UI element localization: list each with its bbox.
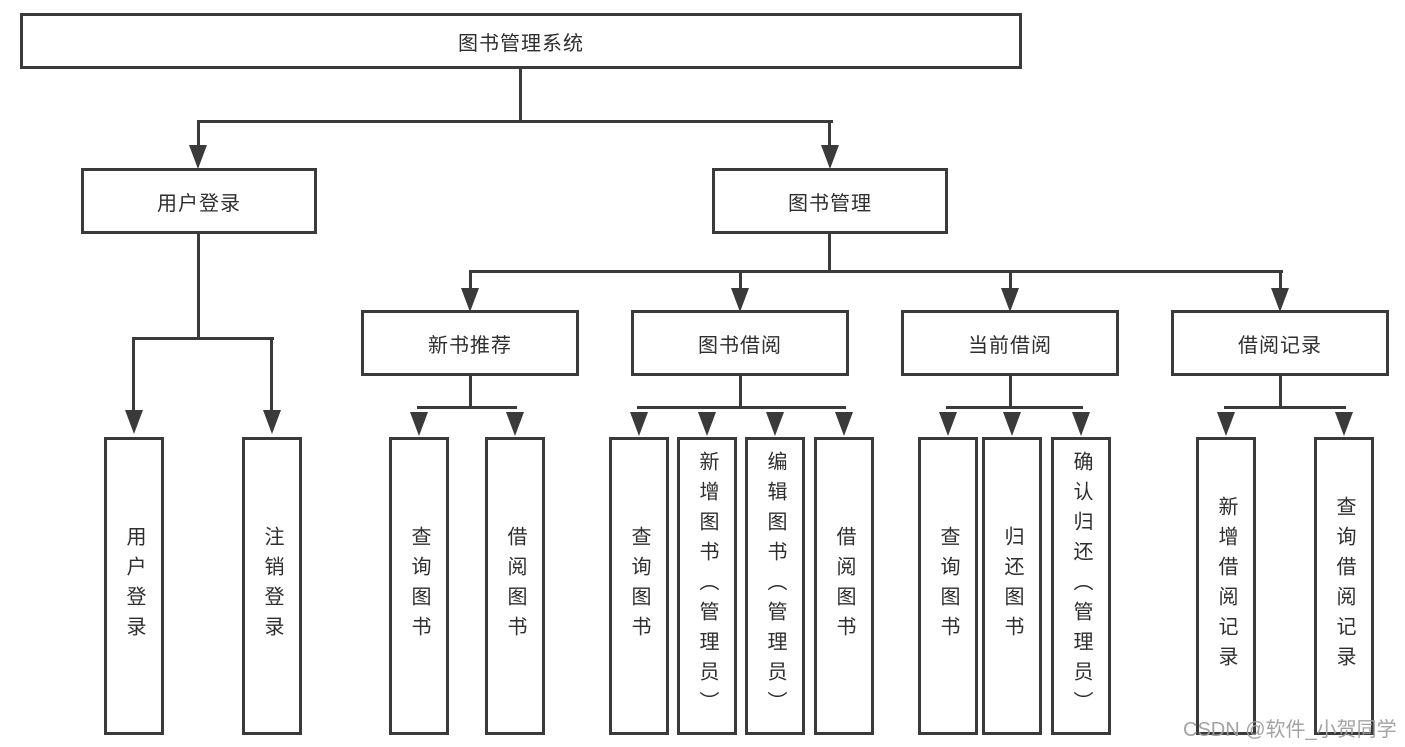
leaf-currentborrow-confirm-return: 确认归还（管理员） <box>1051 437 1111 735</box>
leaf-records-query-record: 查询借阅记录 <box>1314 437 1374 735</box>
arrow-down-icon <box>731 288 749 312</box>
arrow-down-icon <box>1003 412 1021 436</box>
leaf-newbooks-query-books: 查询图书 <box>389 437 449 735</box>
leaf-bookborrow-query-books: 查询图书 <box>609 437 669 735</box>
connector-line <box>946 406 1083 409</box>
connector-line <box>637 406 846 409</box>
leaf-currentborrow-return-books: 归还图书 <box>982 437 1042 735</box>
leaf-records-add-record: 新增借阅记录 <box>1196 437 1256 735</box>
node-new-books: 新书推荐 <box>361 310 579 376</box>
connector-line <box>132 337 135 411</box>
leaf-user-login: 用户登录 <box>104 437 164 735</box>
arrow-down-icon <box>461 288 479 312</box>
connector-line <box>197 120 833 123</box>
connector-line <box>417 406 517 409</box>
connector-line <box>469 270 472 290</box>
connector-line <box>1279 270 1282 290</box>
connector-line <box>1224 406 1346 409</box>
node-book-mgmt: 图书管理 <box>712 168 948 234</box>
arrow-down-icon <box>1072 412 1090 436</box>
connector-line <box>828 233 831 273</box>
connector-line <box>469 375 472 408</box>
arrow-down-icon <box>506 412 524 436</box>
arrow-down-icon <box>1335 412 1353 436</box>
connector-line <box>739 270 742 290</box>
connector-line <box>519 68 522 122</box>
arrow-down-icon <box>1001 288 1019 312</box>
connector-line <box>1009 270 1012 290</box>
leaf-bookborrow-add-books: 新增图书（管理员） <box>677 437 737 735</box>
connector-line <box>197 120 200 148</box>
connector-line <box>1009 375 1012 408</box>
connector-line <box>739 375 742 408</box>
arrow-down-icon <box>1271 288 1289 312</box>
node-borrow-records: 借阅记录 <box>1171 310 1389 376</box>
arrow-down-icon <box>766 412 784 436</box>
node-root: 图书管理系统 <box>20 13 1022 69</box>
connector-line <box>197 233 200 340</box>
watermark: CSDN @软件_小贺同学 <box>1183 719 1397 741</box>
leaf-bookborrow-borrow-books: 借阅图书 <box>814 437 874 735</box>
connector-line <box>270 337 273 411</box>
arrow-down-icon <box>939 412 957 436</box>
node-user-login: 用户登录 <box>81 168 317 234</box>
arrow-down-icon <box>835 412 853 436</box>
arrow-down-icon <box>1217 412 1235 436</box>
connector-line <box>828 120 831 148</box>
arrow-down-icon <box>821 145 839 169</box>
leaf-bookborrow-edit-books: 编辑图书（管理员） <box>745 437 805 735</box>
leaf-logout: 注销登录 <box>242 437 302 735</box>
arrow-down-icon <box>410 412 428 436</box>
arrow-down-icon <box>630 412 648 436</box>
leaf-currentborrow-query-books: 查询图书 <box>918 437 978 735</box>
arrow-down-icon <box>125 410 143 434</box>
arrow-down-icon <box>263 410 281 434</box>
node-current-borrow: 当前借阅 <box>901 310 1119 376</box>
connector-line <box>1279 375 1282 408</box>
arrow-down-icon <box>698 412 716 436</box>
leaf-newbooks-borrow-books: 借阅图书 <box>485 437 545 735</box>
connector-line <box>469 270 1283 273</box>
connector-line <box>132 337 274 340</box>
arrow-down-icon <box>189 145 207 169</box>
node-book-borrow: 图书借阅 <box>631 310 849 376</box>
